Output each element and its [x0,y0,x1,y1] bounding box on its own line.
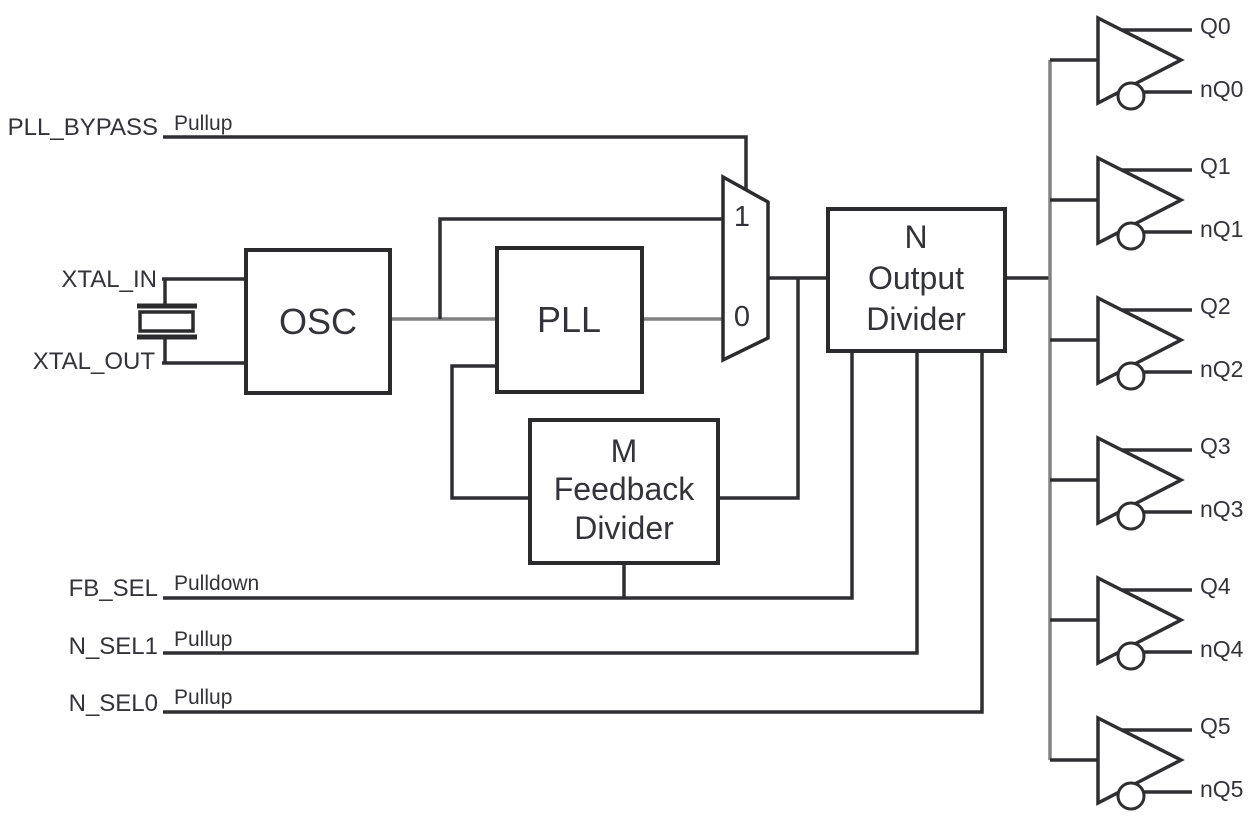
output-label-nq1: nQ1 [1200,216,1243,242]
wire-pll-bypass [163,135,748,190]
output-label-q4: Q4 [1200,573,1231,599]
output-buffer-3 [1048,436,1194,531]
wire-fb-sel [163,351,854,600]
pll-label: PLL [537,299,601,340]
wire-mdivider-to-mux-output [718,278,800,500]
output-label-nq4: nQ4 [1200,636,1244,662]
bypass-mux: 1 0 [721,174,770,363]
output-label-q2: Q2 [1200,293,1231,319]
resistor-label-n-sel0: Pullup [174,686,232,709]
n-output-divider-block: N Output Divider [826,207,1007,353]
n-divider-label-line1: N [904,219,927,255]
signal-label-n-sel0: N_SEL0 [69,690,158,717]
crystal-body [138,310,195,333]
output-buffer-4 [1048,576,1194,671]
n-divider-label-line3: Divider [866,301,966,337]
output-label-q5: Q5 [1200,713,1231,739]
wire-n-sel0 [163,351,984,714]
osc-block: OSC [244,248,392,395]
signal-label-fb-sel: FB_SEL [69,575,158,602]
osc-label: OSC [279,301,357,342]
m-divider-label-line1: M [611,433,638,469]
pll-block: PLL [495,246,644,394]
resistor-label-pll-bypass: Pullup [174,112,232,135]
mux-input-1-label: 1 [734,201,750,233]
m-feedback-divider-box [528,418,720,565]
signal-label-xtal-in: XTAL_IN [61,266,157,293]
output-buffer-0 [1048,16,1194,111]
m-divider-label-line2: Feedback [554,471,696,507]
input-signal-labels: PLL_BYPASS Pullup XTAL_IN XTAL_OUT FB_SE… [8,112,260,717]
output-buffers: Q0 nQ0 Q1 nQ1 Q2 nQ2 Q3 nQ3 Q4 nQ4 Q5 nQ… [1048,13,1244,811]
output-buffer-5 [1048,716,1194,811]
output-label-q0: Q0 [1200,13,1231,39]
n-divider-label-line2: Output [868,260,964,296]
resistor-label-fb-sel: Pulldown [174,572,259,595]
m-divider-label-line3: Divider [574,510,674,546]
output-label-nq0: nQ0 [1200,76,1243,102]
output-buffer-2 [1048,296,1194,391]
pll-box [495,246,644,394]
output-buffer-1 [1048,156,1194,251]
output-label-q3: Q3 [1200,433,1231,459]
mux-input-0-label: 0 [734,301,750,333]
signal-label-xtal-out: XTAL_OUT [33,348,156,375]
output-label-nq5: nQ5 [1200,776,1243,802]
signal-label-n-sel1: N_SEL1 [69,633,158,660]
n-output-divider-box [826,207,1007,353]
wire-pll-feedback [450,364,530,500]
wire-n-sel1 [163,351,919,655]
osc-box [244,248,392,395]
output-label-q1: Q1 [1200,153,1231,179]
wires [162,60,1052,760]
resistor-label-n-sel1: Pullup [174,628,232,651]
output-label-nq3: nQ3 [1200,496,1243,522]
crystal-symbol [137,303,197,340]
output-label-nq2: nQ2 [1200,356,1243,382]
m-feedback-divider-block: M Feedback Divider [528,418,720,565]
signal-label-pll-bypass: PLL_BYPASS [8,114,158,141]
wire-bypass-tap [438,217,723,319]
mux-shape [721,174,770,363]
